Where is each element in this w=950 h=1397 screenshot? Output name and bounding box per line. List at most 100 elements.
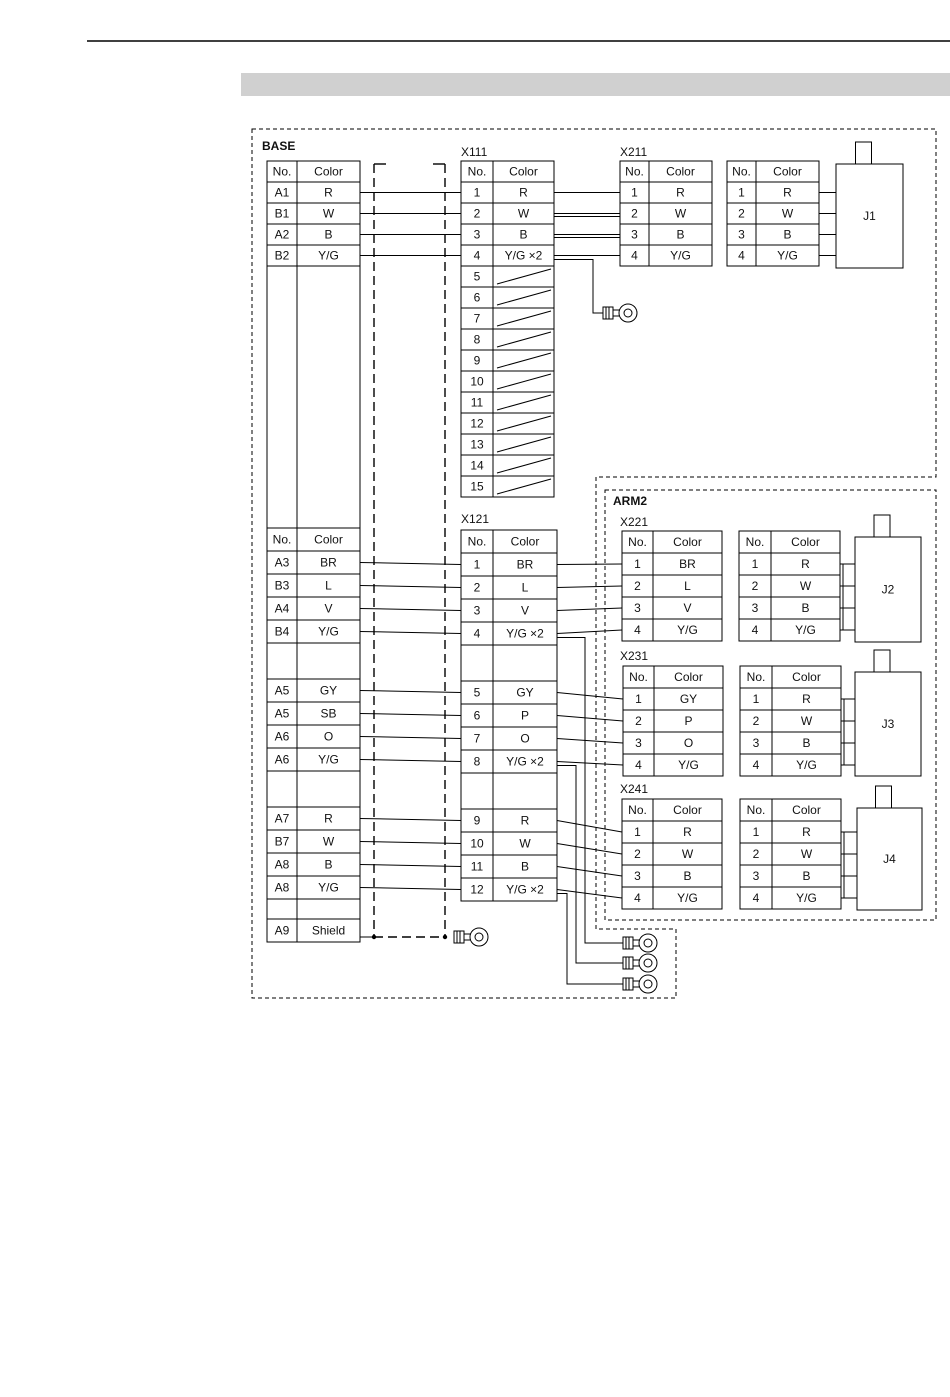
base-table-2-pin-label: A9 (275, 924, 290, 938)
x221-title: X221 (620, 515, 648, 529)
x121-table-pin-label: 6 (474, 709, 481, 723)
x121-table-pin-label: 2 (474, 581, 481, 595)
j2-table-color-label: Y/G (795, 623, 816, 637)
x121-table-pin-label: 7 (474, 732, 481, 746)
base-table-2-color-label: R (324, 812, 333, 826)
j1-table-pin-label: 4 (738, 249, 745, 263)
x121-ground-lug-1-ring (638, 933, 658, 953)
j3-table-color-label: W (801, 714, 813, 728)
base-table-2-pin-label: A8 (275, 858, 290, 872)
x121-to-arm2-wire (556, 715, 624, 722)
x121-to-arm2-wire (556, 761, 624, 766)
x211-table-pin-label: 3 (631, 228, 638, 242)
j4-motor-label: J4 (883, 852, 896, 866)
base-table-2-pin-label: A4 (275, 602, 290, 616)
x111-table-unused-slash (496, 289, 552, 306)
j2-table-color-label: W (800, 579, 812, 593)
j3-table-color-label: R (802, 692, 811, 706)
base-table-2-pin-label: A5 (275, 684, 290, 698)
arm2-label: ARM2 (613, 494, 647, 508)
j1-table-pin-label: 2 (738, 207, 745, 221)
x111-ground-lug-crimp (602, 306, 614, 320)
base-table-2-pin-label: A5 (275, 707, 290, 721)
section-header-bar (241, 73, 950, 96)
x211-table-header-no: No. (625, 165, 644, 179)
j3-table-pin-label: 4 (753, 758, 760, 772)
j1-table-color-label: W (782, 207, 794, 221)
x111-table-unused-slash (496, 352, 552, 369)
j4-table-pin-label: 1 (753, 825, 760, 839)
x111-title: X111 (461, 145, 488, 159)
x111-table-pin-label: 14 (470, 459, 484, 473)
j3-table-color-label: B (802, 736, 810, 750)
x111-table-pin-label: 7 (474, 312, 481, 326)
j2-table-color-label: R (801, 557, 810, 571)
x211-table-color-label: W (675, 207, 687, 221)
x121-table-color-label: Y/G ×2 (506, 627, 544, 641)
base-table-2-pin-label: A6 (275, 730, 290, 744)
x121-table-color-label: Y/G ×2 (506, 755, 544, 769)
j4-table-pin-label: 3 (753, 869, 760, 883)
x211-title: X211 (620, 145, 647, 159)
j3-table-pin-label: 2 (753, 714, 760, 728)
x111-ground-lug-hole (623, 308, 633, 318)
x211-table-pin-label: 1 (631, 186, 638, 200)
x121-table-pin-label: 9 (474, 814, 481, 828)
base-table-2-pin-label: A6 (275, 753, 290, 767)
base-to-x121-wire (359, 736, 462, 739)
base-to-x121-wire (359, 713, 462, 716)
x121-table-pin-label: 8 (474, 755, 481, 769)
x111-table-pin-label: 8 (474, 333, 481, 347)
j2-motor-shaft (873, 514, 891, 538)
x241-table-color-label: B (683, 869, 691, 883)
x111-table-row (460, 475, 555, 498)
j3-table-color-label: Y/G (796, 758, 817, 772)
j1-motor-label: J1 (863, 209, 876, 223)
x221-table-pin-label: 3 (634, 601, 641, 615)
base-table-2-row (266, 918, 361, 943)
x111-table-unused-slash (496, 331, 552, 348)
x241-table-color-label: R (683, 825, 692, 839)
x121-table-color-label: Y/G ×2 (506, 883, 544, 897)
x121-to-arm2-wire (556, 563, 623, 565)
j4-table-header-color: Color (792, 803, 821, 817)
x121-table-color-label: B (521, 860, 529, 874)
base-dashed-boundary (251, 128, 937, 999)
x121-table-pin-label: 10 (470, 837, 484, 851)
x231-table-pin-label: 2 (635, 714, 642, 728)
base-table-2-color-label: SB (320, 707, 336, 721)
base-to-x121-wire (359, 585, 462, 588)
j1-table-color-label: R (783, 186, 792, 200)
x231-table-pin-label: 1 (635, 692, 642, 706)
base-table-2-color-label: Y/G (318, 625, 339, 639)
j4-motor-shaft (875, 785, 892, 809)
j2-table-pin-label: 2 (752, 579, 759, 593)
x231-table-color-label: Y/G (678, 758, 699, 772)
base-table-2-color-label: O (324, 730, 333, 744)
x231-table-header-color: Color (674, 670, 703, 684)
base-to-x121-wire (359, 562, 462, 565)
x121-ground-lug-3-hole (643, 979, 653, 989)
base-table-1-color-label: B (324, 228, 332, 242)
x211-table-header-color: Color (666, 165, 695, 179)
x221-table-pin-label: 4 (634, 623, 641, 637)
x111-table-pin-label: 6 (474, 291, 481, 305)
x211-table-color-label: Y/G (670, 249, 691, 263)
x211-table-color-label: B (676, 228, 684, 242)
x241-table-pin-label: 1 (634, 825, 641, 839)
x121-table-color-label: BR (517, 558, 534, 572)
x121-to-arm2-wire (556, 843, 623, 855)
shield-ground-lug-hole (474, 932, 484, 942)
x121-to-arm2-wire (556, 738, 624, 744)
x121-ground-lug-1-hole (643, 938, 653, 948)
x111-ground-wire (554, 259, 603, 314)
x111-table-pin-label: 4 (474, 249, 481, 263)
x121-table-header-color: Color (511, 535, 540, 549)
base-table-1-color-label: Y/G (318, 249, 339, 263)
x111-table-pin-label: 5 (474, 270, 481, 284)
x231-title: X231 (620, 649, 648, 663)
base-table-1-header-no: No. (273, 165, 292, 179)
j1-motor-body (835, 163, 904, 269)
